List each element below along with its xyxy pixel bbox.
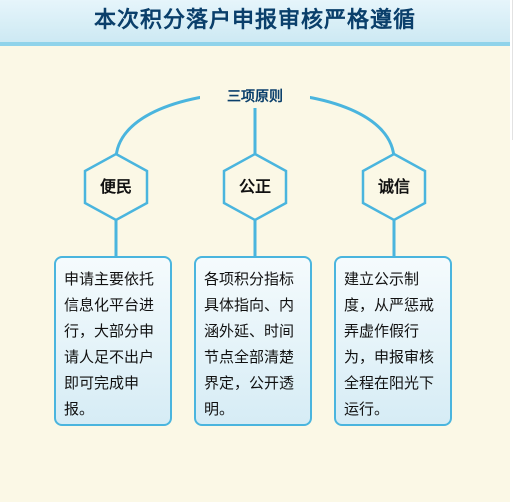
principles-heading: 三项原则 <box>200 86 310 108</box>
principle-name-chengxin: 诚信 <box>377 177 410 196</box>
principle-description-gongzheng: 各项积分指标具体指向、内涵外延、时间节点全部清楚界定，公开透明。 <box>194 256 312 426</box>
header-banner: 本次积分落户申报审核严格遵循 <box>0 0 510 42</box>
header-divider <box>0 42 510 46</box>
principle-description-chengxin: 建立公示制度，从严惩戒弄虚作假行为，申报审核全程在阳光下运行。 <box>334 256 452 426</box>
principle-name-bianmin: 便民 <box>99 177 132 196</box>
principle-description-bianmin: 申请主要依托信息化平台进行，大部分申请人足不出户即可完成申报。 <box>54 256 172 426</box>
page-margin <box>510 0 516 502</box>
principle-name-gongzheng: 公正 <box>238 177 271 196</box>
scroll-edge-line <box>512 0 513 140</box>
page-title: 本次积分落户申报审核严格遵循 <box>93 8 416 33</box>
